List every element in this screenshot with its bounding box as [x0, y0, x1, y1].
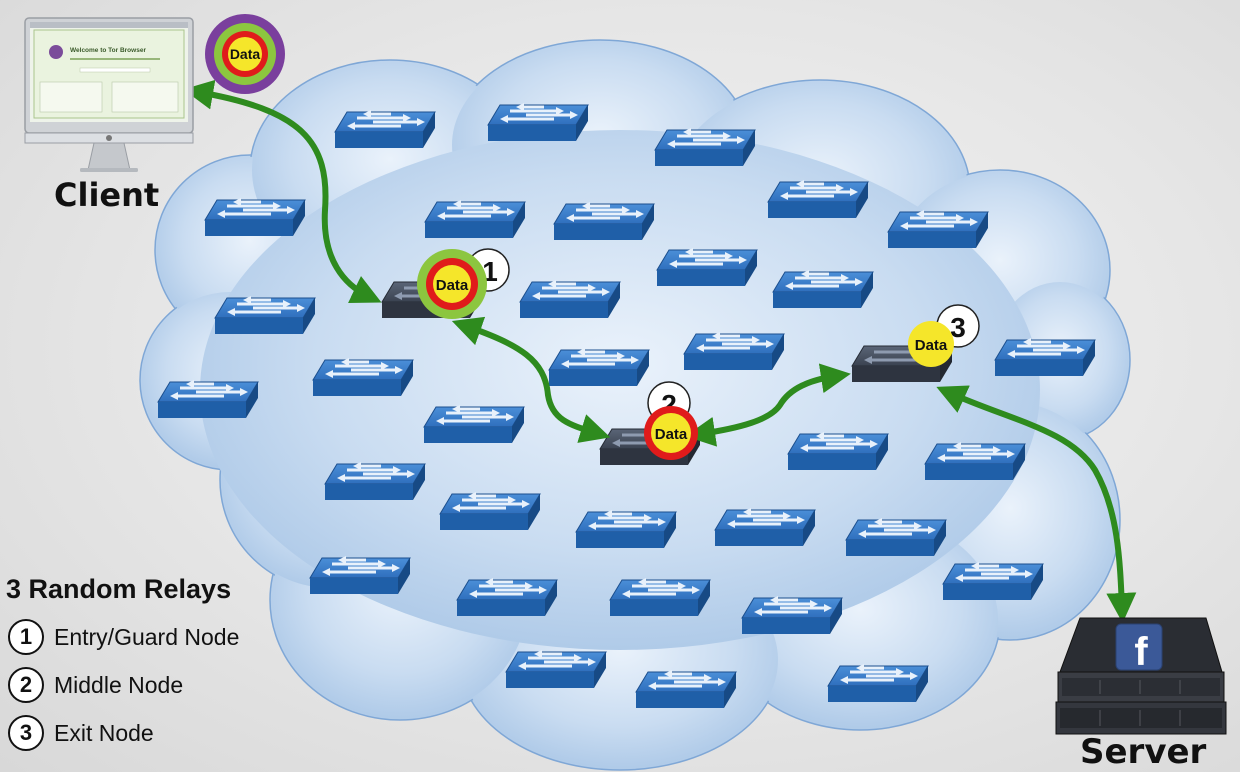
- relay-switch: [653, 126, 757, 168]
- relay-switch: [844, 516, 948, 558]
- relay-switch: [308, 554, 412, 596]
- relay-switch: [422, 403, 526, 445]
- relay-switch: [333, 108, 437, 150]
- relay-switch: [771, 268, 875, 310]
- legend-number-2: 2: [8, 667, 44, 703]
- legend-item-entry: 1 Entry/Guard Node: [6, 613, 239, 661]
- legend-number-1: 1: [8, 619, 44, 655]
- facebook-logo-icon: [1115, 623, 1163, 671]
- relay-switch: [608, 576, 712, 618]
- relay-switch: [518, 278, 622, 320]
- apple-logo-icon: [106, 135, 112, 141]
- arrow-exit-to-server: [936, 385, 1137, 623]
- relay-switch: [311, 356, 415, 398]
- relay-switch: [826, 662, 930, 704]
- relay-switch: [993, 336, 1097, 378]
- relay-switch: [547, 346, 651, 388]
- relay-switch: [655, 246, 759, 288]
- legend-title: 3 Random Relays: [6, 574, 232, 604]
- relay-switch: [682, 330, 786, 372]
- legend-number-3: 3: [8, 715, 44, 751]
- relay-switch: [552, 200, 656, 242]
- relay-switch: [713, 506, 817, 548]
- data-label: Data: [655, 426, 688, 443]
- legend-item-middle: 2 Middle Node: [6, 661, 239, 709]
- relay-switch: [574, 508, 678, 550]
- legend-text-exit: Exit Node: [54, 719, 154, 746]
- relay-switch: [766, 178, 870, 220]
- client-computer: Welcome to Tor Browser: [24, 17, 194, 172]
- relay-switch: [941, 560, 1045, 602]
- relay-switch: [504, 648, 608, 690]
- data-label: Data: [230, 46, 261, 62]
- relay-switch: [203, 196, 307, 238]
- relay-switch: [323, 460, 427, 502]
- relay-switch: [486, 101, 590, 143]
- facebook-logo-letter: f: [1134, 630, 1148, 674]
- arrow-entry-to-middle: [451, 316, 611, 443]
- middle-data-packet: Data: [644, 406, 698, 460]
- circuit-arrows: [183, 79, 1137, 623]
- browser-title: Welcome to Tor Browser: [70, 47, 146, 54]
- relay-legend: 3 Random Relays 1 Entry/Guard Node 2 Mid…: [6, 574, 239, 757]
- relay-switch: [156, 378, 260, 420]
- exit-data-packet: Data: [908, 321, 954, 367]
- legend-text-entry: Entry/Guard Node: [54, 623, 240, 650]
- arrow-client-to-entry: [183, 79, 382, 304]
- server-label: Server: [1080, 732, 1207, 772]
- client-data-packet: Data: [205, 14, 285, 94]
- relay-switch: [634, 668, 738, 710]
- entry-data-packet: Data: [417, 249, 487, 319]
- relay-switch: [923, 440, 1027, 482]
- legend-text-middle: Middle Node: [54, 671, 184, 698]
- relay-number-3: 3: [950, 312, 966, 343]
- client-label: Client: [54, 176, 160, 214]
- relay-switch: [213, 294, 317, 336]
- relay-switch: [740, 594, 844, 636]
- relay-switch: [438, 490, 542, 532]
- arrow-middle-to-exit: [685, 363, 851, 447]
- relay-switch: [786, 430, 890, 472]
- data-label: Data: [915, 337, 948, 354]
- relay-switch: [886, 208, 990, 250]
- tor-onion-icon: [49, 45, 63, 59]
- relay-switch: [423, 198, 527, 240]
- relay-switch: [455, 576, 559, 618]
- legend-item-exit: 3 Exit Node: [6, 709, 239, 757]
- data-label: Data: [436, 277, 469, 294]
- server-rack: f: [1055, 617, 1227, 735]
